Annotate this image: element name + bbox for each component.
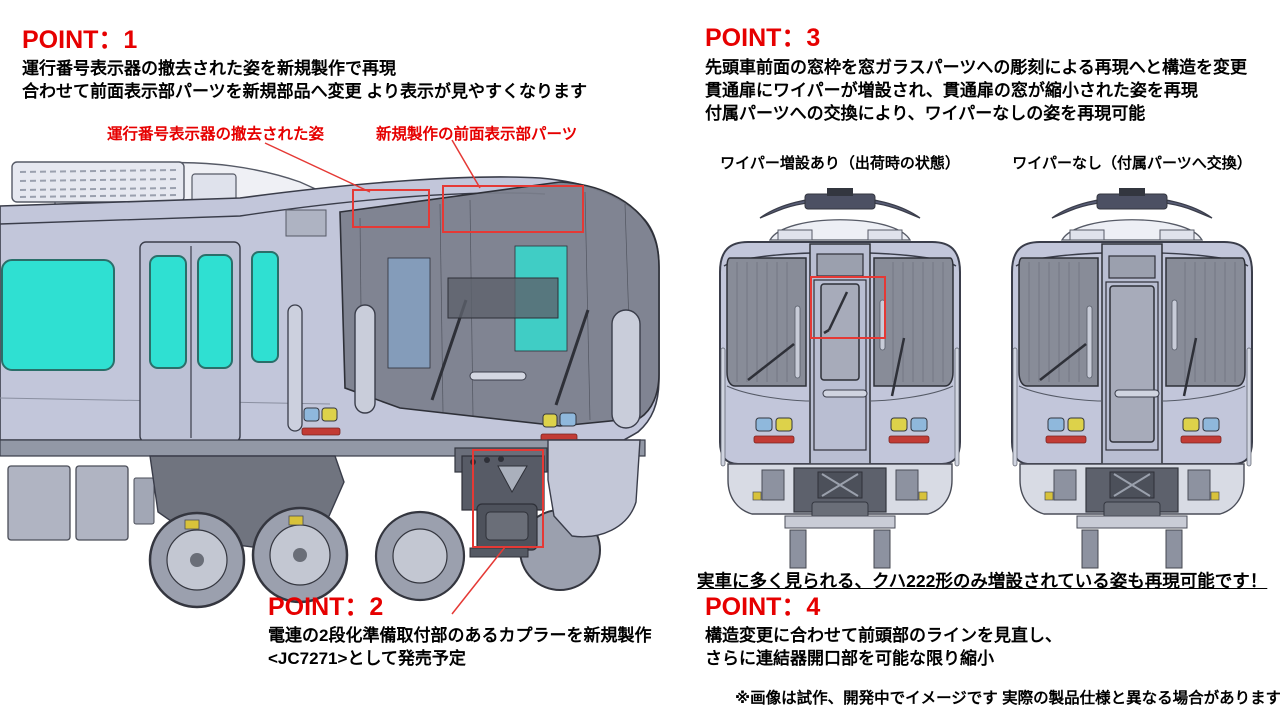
cab-grab-handle — [354, 304, 376, 414]
side-view-illustration — [0, 139, 660, 615]
passenger-door — [139, 241, 241, 443]
side-window-narrow — [251, 251, 279, 363]
windshield-wiper — [554, 309, 590, 406]
front-handle-bar — [469, 371, 527, 381]
highlight-box-new-front-display — [442, 185, 584, 233]
front-handle-bar — [822, 389, 868, 398]
roof-antenna — [759, 188, 921, 219]
highlight-box-coupler — [472, 449, 544, 548]
front-skirt — [547, 439, 641, 538]
point2-heading: POINT：2 — [268, 593, 384, 621]
skirt-assembly — [1019, 463, 1245, 569]
door-display-box — [1108, 255, 1156, 279]
front-destination-display — [447, 277, 559, 319]
underfloor-equipment-boxes — [7, 465, 155, 541]
point3-heading: POINT：3 — [705, 24, 821, 52]
side-handrail — [287, 304, 303, 432]
annotation-label-removed-train-number-sign: 運行番号表示器の撤去された姿 — [107, 126, 325, 143]
point2-text-line1: 電連の2段化準備取付部のあるカプラーを新規製作 — [268, 626, 652, 645]
side-vent-grille — [285, 209, 327, 237]
point2-text-line2: <JC7271>として発売予定 — [268, 649, 466, 668]
coupler-assembly — [454, 447, 548, 558]
front-handle-bar — [1114, 389, 1160, 398]
roof-box — [777, 229, 813, 241]
windshield-wiper — [890, 337, 906, 397]
side-handrail — [720, 347, 726, 467]
caption-without-wiper: ワイパーなし（付属パーツへ交換） — [1012, 155, 1252, 172]
headlight-cluster-left — [301, 407, 341, 436]
gangway-door — [1101, 243, 1163, 465]
caption-with-wiper: ワイパー増設あり（出荷時の状態） — [720, 155, 960, 172]
windshield-wiper — [1039, 343, 1087, 381]
windshield-left — [726, 257, 807, 387]
side-handrail — [1012, 347, 1018, 467]
disclaimer-footnote: ※画像は試作、開発中でイメージです 実際の製品仕様と異なる場合があります — [735, 690, 1280, 707]
cab-interior-window-blue — [387, 257, 431, 369]
windshield-wiper — [1182, 337, 1198, 397]
door-window-small — [820, 283, 860, 381]
leader-line-coupler — [451, 546, 506, 615]
windshield-left — [1018, 257, 1099, 387]
headlight-cluster-right — [888, 417, 930, 444]
bogie — [148, 455, 349, 609]
point4-heading: POINT：4 — [705, 593, 821, 621]
roof-antenna — [1051, 188, 1213, 219]
point3-text-line3: 付属パーツへの交換により、ワイパーなしの姿を再現可能 — [705, 104, 1146, 123]
point3-text-line2: 貫通扉にワイパーが増設され、貫通扉の窓が縮小された姿を再現 — [705, 81, 1198, 100]
annotation-label-new-front-display-parts: 新規製作の前面表示部パーツ — [376, 126, 578, 143]
windshield-right — [1165, 257, 1246, 397]
side-handrail — [954, 347, 960, 467]
highlight-box-removed-number-display — [352, 189, 430, 228]
leader-line-left-label — [264, 142, 371, 193]
front-view-with-wiper — [719, 188, 961, 569]
cab-grab-handle — [611, 309, 641, 429]
roof-box — [867, 229, 903, 241]
point1-text-line1: 運行番号表示器の撤去された姿を新規製作で再現 — [22, 59, 396, 78]
highlight-box-door-wiper — [810, 276, 886, 339]
cab-windshield — [339, 181, 660, 427]
front-view-without-wiper — [1011, 188, 1253, 569]
roof-ac-unit — [11, 161, 237, 203]
skirt-assembly — [727, 463, 953, 569]
side-handrail — [1246, 347, 1252, 467]
point3-text-line1: 先頭車前面の窓枠を窓ガラスパーツへの彫刻による再現へと構造を変更 — [705, 58, 1247, 77]
windshield-wiper — [747, 343, 795, 381]
headlight-cluster-left — [753, 417, 795, 444]
door-display-box — [816, 253, 864, 277]
headlight-cluster-right — [1180, 417, 1222, 444]
headlight-cluster-left — [1045, 417, 1087, 444]
leader-line-right-label — [451, 139, 481, 189]
point1-heading: POINT：1 — [22, 26, 138, 54]
side-window-large — [1, 259, 115, 371]
headlight-cluster-front — [540, 412, 578, 442]
point1-text-line2: 合わせて前面表示部パーツを新規部品へ変更 より表示が見やすくなります — [22, 82, 588, 101]
gangway-door-wiper — [827, 291, 849, 331]
roof-box — [1159, 229, 1195, 241]
roof-box — [1069, 229, 1105, 241]
windshield-right — [873, 257, 954, 397]
point4-highlight-text: 実車に多く見られる、クハ222形のみ増設されている姿も再現可能です！ — [697, 571, 1268, 591]
door-window-tall — [1109, 285, 1155, 443]
gangway-door — [809, 243, 871, 465]
point4-text-line2: さらに連結器開口部を可能な限り縮小 — [705, 649, 994, 668]
point4-text-line1: 構造変更に合わせて前頭部のラインを見直し、 — [705, 626, 1062, 645]
